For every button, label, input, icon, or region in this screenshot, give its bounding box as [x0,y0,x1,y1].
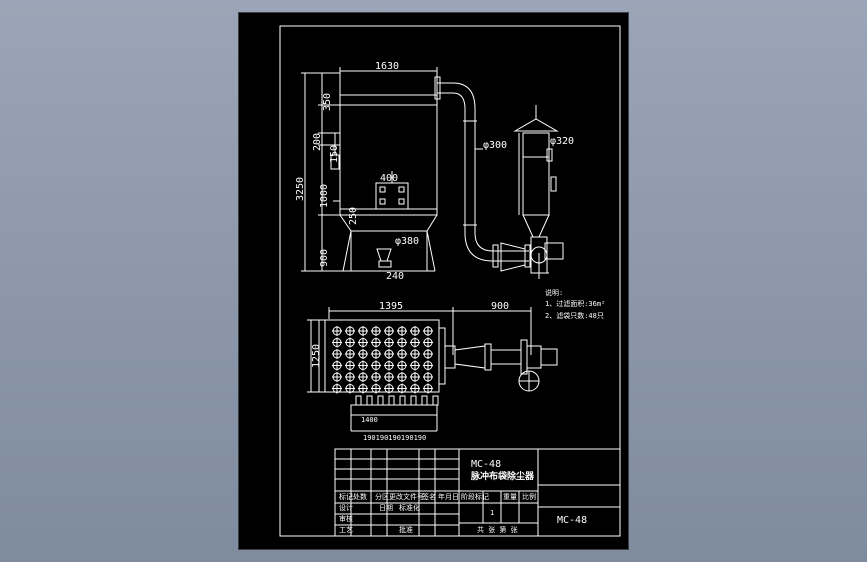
fan-inlet [500,242,526,272]
notes-line-1: 1、过滤面积:36m² [545,299,605,308]
sub-date: 日期 [379,504,393,512]
pulse-valve [399,395,406,406]
dim-900: 900 [319,249,330,267]
front-elevation [301,67,564,279]
dim-1000: 1000 [319,184,330,208]
pulse-valve [366,395,373,406]
hdr-zone: 分区 [375,492,389,501]
approve-label: 批准 [399,525,413,534]
dim-1395: 1395 [379,301,403,312]
dim-3250: 3250 [295,177,306,201]
duct-outer [437,82,529,252]
dim-400: 400 [380,173,398,184]
stage-scale: 比例 [522,492,536,501]
dim-380: φ380 [395,236,419,247]
plan-duct [454,345,486,369]
stage-mark: 阶段标记 [461,492,489,501]
pulse-valve [377,395,384,406]
pulse-valve [388,395,395,406]
notes-heading: 说明: [545,288,563,297]
hdr-count: 处数 [353,492,367,501]
notes-line-2: 2、滤袋只数:48只 [545,311,604,320]
pulse-valve [355,395,362,406]
row-label-process: 工艺 [339,526,353,534]
plan-motor [540,348,558,366]
dim-240: 240 [386,271,404,282]
hdr-sign: 签名 [422,492,436,501]
rain-cap [513,118,559,132]
dim-1250: 1250 [311,344,322,368]
dim-200: 200 [312,133,323,151]
exhaust-stack [522,132,550,216]
motor [544,242,564,260]
row-label-design: 设计 [339,503,353,512]
hdr-date: 年月日 [438,492,459,501]
cad-drawing: 1630 350 3250 200 150 1000 900 250 400 φ… [279,25,621,537]
drawing-number: MC-48 [557,515,587,526]
dim-320: φ320 [550,136,574,147]
dim-350: 350 [322,93,333,111]
row-label-review: 审核 [339,514,353,523]
dim-250: 250 [348,207,359,225]
plan-housing [324,319,440,393]
pulse-valve [421,395,428,406]
dim-1630: 1630 [375,61,399,72]
title-block [334,448,621,537]
dim-190-chain: 190190190190190 [363,434,426,442]
dim-900-plan: 900 [491,301,509,312]
drawing-sheet: 1630 350 3250 200 150 1000 900 250 400 φ… [238,12,629,550]
filter-bag-grid [332,326,433,394]
model-label: MC-48 [471,459,501,470]
pulse-valve-marks [355,395,439,406]
pulse-valve [410,395,417,406]
hdr-change-doc: 更改文件号 [389,492,424,501]
duct-inner [437,92,529,262]
dim-150: 150 [329,145,340,163]
discharge-valve [376,248,392,262]
notes: 说明: 1、过滤面积:36m² 2、滤袋只数:48只 [545,288,605,320]
plan-fan [520,339,528,375]
plan-view [307,307,558,432]
housing [339,94,438,216]
title-block-grid [335,449,459,536]
row-label-mark: 标记 [339,492,353,501]
pulse-header [350,404,438,416]
product-name: 脉冲布袋除尘器 [470,470,535,482]
pulse-valve [432,395,439,406]
sheet-label: 共 张 第 张 [477,525,518,534]
dim-pipe-300: φ300 [483,140,507,151]
stage-weight: 重量 [503,493,517,501]
sub-standard: 标准化 [399,503,420,512]
sheet-count: 1 [490,509,494,517]
title-block-frame [334,448,621,537]
dim-1400: 1400 [361,416,378,424]
